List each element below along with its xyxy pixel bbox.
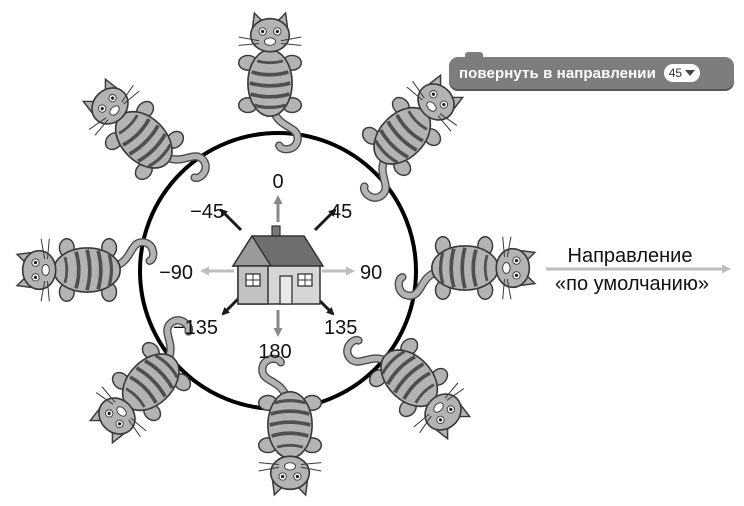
block-notch: [465, 52, 483, 58]
angle-label-neg135: −135: [173, 317, 218, 339]
block-label: повернуть в направлении: [459, 65, 656, 82]
direction-value-dropdown[interactable]: 45: [664, 64, 700, 82]
direction-value[interactable]: 45: [669, 66, 682, 80]
cat-sprite-90: [399, 237, 535, 300]
angle-label-180: 180: [258, 341, 291, 363]
angle-label-90: 90: [360, 262, 382, 284]
triangle-down-icon[interactable]: [685, 70, 695, 76]
angle-label-neg90: −90: [159, 262, 193, 284]
angle-label-45: 45: [330, 201, 352, 223]
default-direction-line1: Направление: [568, 245, 693, 267]
house-icon: [233, 226, 323, 304]
angle-label-0: 0: [272, 171, 283, 193]
cat-sprite-0: [239, 13, 302, 149]
arrow-icon-neg45: [221, 210, 241, 230]
angle-label-135: 135: [324, 317, 357, 339]
default-direction-line2: «по умолчанию»: [555, 273, 709, 295]
cat-sprite-180: [259, 359, 322, 495]
cat-sprite-neg45: [72, 68, 212, 208]
cat-sprite-neg90: [17, 239, 153, 302]
point-in-direction-block[interactable]: повернуть в направлении 45: [449, 57, 734, 89]
angle-label-neg45: −45: [190, 201, 224, 223]
